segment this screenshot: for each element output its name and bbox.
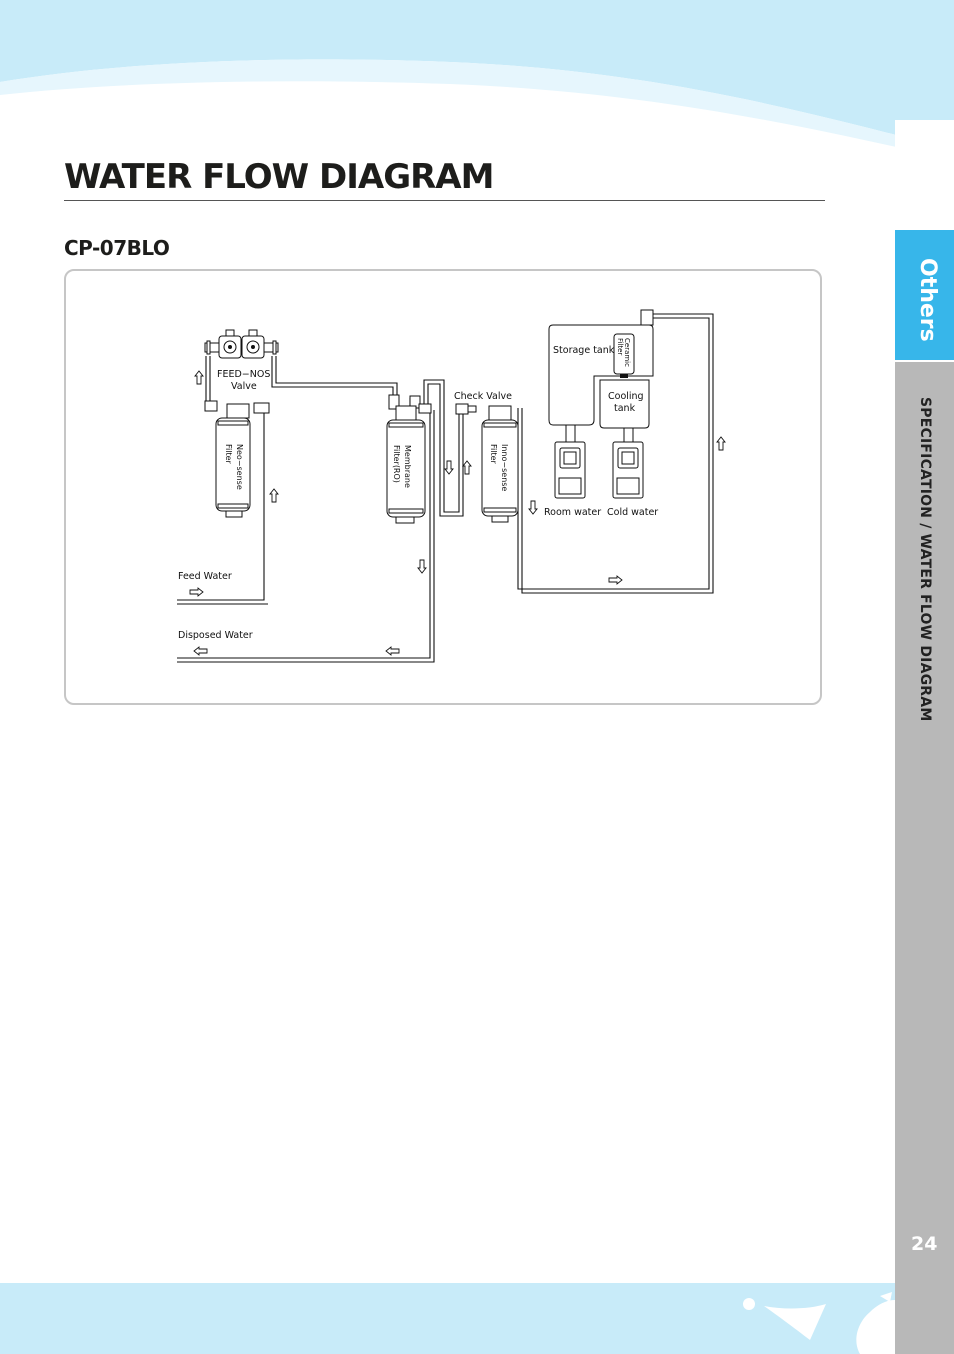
flow-arrow-return <box>608 575 623 585</box>
neo-sense-filter-label-1: Neo−sense <box>235 444 244 490</box>
membrane-filter-label-1: Membrane <box>403 445 412 488</box>
flow-arrow-up-valve <box>194 370 204 385</box>
flow-arrow-down-inno <box>528 500 538 515</box>
neo-sense-filter-label-2: Filter <box>224 444 233 465</box>
cold-water-label: Cold water <box>607 507 658 518</box>
tab-others[interactable] <box>895 230 954 360</box>
storage-tank <box>548 309 654 426</box>
page-number: 24 <box>911 1233 938 1255</box>
membrane-filter-label-2: Filter(RO) <box>392 445 401 483</box>
flow-arrow-disposed-2 <box>385 646 400 656</box>
room-water-faucet <box>554 424 586 499</box>
flow-arrow-up-neo-sense <box>269 488 279 503</box>
storage-tank-label: Storage tank <box>553 345 615 356</box>
cold-water-faucet <box>612 427 644 499</box>
check-valve-label: Check Valve <box>454 391 512 402</box>
model-label: CP-07BLO <box>64 236 170 260</box>
inno-sense-filter-label-2: Filter <box>489 444 498 465</box>
feed-nos-valve-label-2: Valve <box>231 381 257 392</box>
room-water-label: Room water <box>544 507 601 518</box>
disposed-water-pipe <box>177 410 431 659</box>
disposed-water-label: Disposed Water <box>178 630 253 641</box>
cooling-tank-label-2: tank <box>614 403 636 414</box>
inno-sense-filter <box>481 405 519 523</box>
water-drop-decoration <box>743 1292 895 1354</box>
ceramic-filter-label-2: Filter <box>616 338 624 355</box>
membrane-to-check-valve-pipe <box>423 379 460 513</box>
check-valve <box>455 403 477 415</box>
flow-arrow-down-drain <box>417 559 427 574</box>
flow-arrow-feed <box>189 587 204 597</box>
page-title: WATER FLOW DIAGRAM <box>64 157 494 197</box>
feed-nos-valve <box>204 329 279 359</box>
flow-arrow-down-loop <box>444 460 454 475</box>
title-divider <box>64 200 825 201</box>
bottom-band <box>0 1283 895 1354</box>
feed-water-label: Feed Water <box>178 571 232 582</box>
flow-arrow-up-return <box>716 436 726 451</box>
neo-sense-filter <box>204 400 270 518</box>
feed-nos-valve-label-1: FEED−NOS <box>217 369 270 380</box>
diagram-frame <box>64 269 822 705</box>
valve-to-membrane-pipe <box>271 356 394 398</box>
cooling-tank-label-1: Cooling <box>608 391 644 402</box>
cooling-tank <box>599 379 650 429</box>
ceramic-filter-label-1: Ceramic <box>623 338 631 367</box>
membrane-filter <box>386 394 432 524</box>
top-wave-decoration <box>0 0 954 160</box>
inno-sense-return-pipe <box>517 317 710 590</box>
flow-arrow-disposed-1 <box>193 646 208 656</box>
sidebar-top-wave <box>895 0 954 120</box>
flow-arrow-up-loop <box>462 460 472 475</box>
inno-sense-filter-label-1: Inno−sense <box>500 444 509 491</box>
